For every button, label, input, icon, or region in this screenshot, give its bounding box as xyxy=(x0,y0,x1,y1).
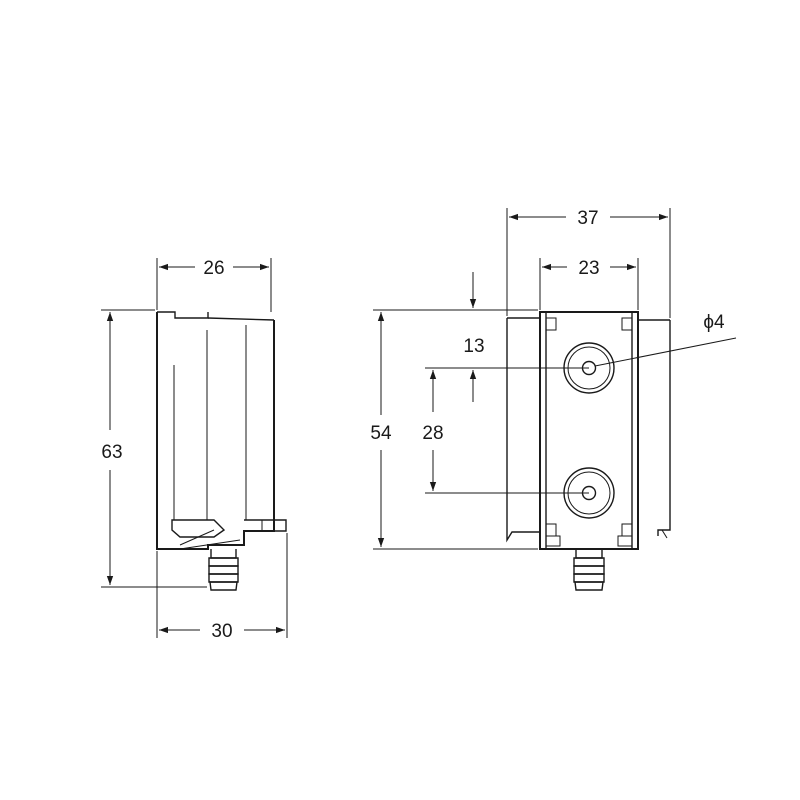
front-dim-hole-spacing: 28 xyxy=(422,367,589,494)
front-view-body xyxy=(506,311,671,550)
front-dim-hole-spacing-label: 28 xyxy=(422,423,443,444)
side-dim-height: 63 xyxy=(101,309,207,588)
side-dim-height-label: 63 xyxy=(101,442,122,463)
front-dim-hole-offset: 13 xyxy=(463,272,485,402)
front-dim-height-label: 54 xyxy=(370,423,392,444)
front-dim-width-inner: 23 xyxy=(539,258,639,310)
front-view: 37 23 54 13 28 xyxy=(370,208,737,591)
side-dim-width-top-label: 26 xyxy=(203,258,224,279)
side-dim-width-bottom: 30 xyxy=(156,533,288,642)
side-view-body xyxy=(156,311,287,550)
front-dim-width-inner-label: 23 xyxy=(578,258,599,279)
side-view: 26 63 30 xyxy=(101,258,288,642)
front-dim-width-outer: 37 xyxy=(506,208,671,318)
side-dim-width-bottom-label: 30 xyxy=(211,621,232,642)
side-view-barb-fitting xyxy=(208,549,239,591)
front-dim-hole-offset-label: 13 xyxy=(463,336,484,357)
side-dim-width-top: 26 xyxy=(156,258,272,312)
front-dim-width-outer-label: 37 xyxy=(577,208,598,229)
front-dim-hole-diameter-label: ϕ4 xyxy=(703,312,725,333)
front-dim-height: 54 xyxy=(370,309,538,550)
front-view-barb-fitting xyxy=(573,549,605,591)
front-dim-hole-diameter: ϕ4 xyxy=(594,312,737,367)
